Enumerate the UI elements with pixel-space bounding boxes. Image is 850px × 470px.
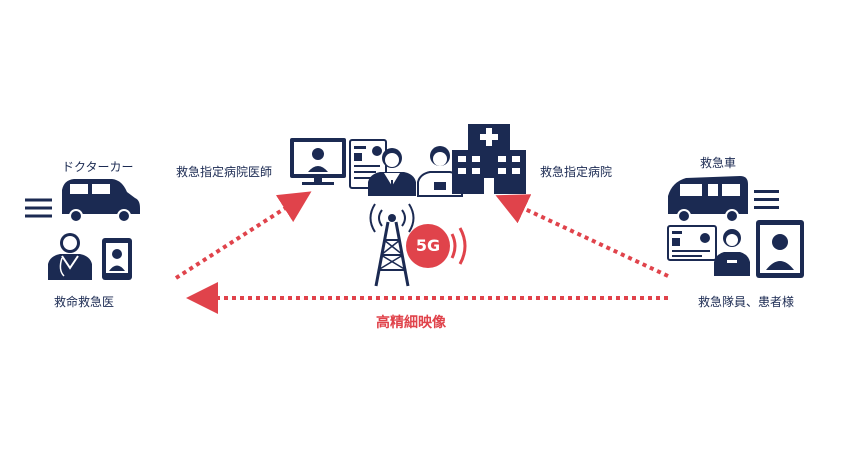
ambulance-label: 救急車 [700,156,737,170]
doctor-car-label: ドクターカー [62,160,134,174]
signal-wave-icon [406,224,467,268]
nurse-icon [417,146,463,197]
arrow-doctorcar-to-hospital [174,191,312,280]
arrow-ambulance-to-hospital [495,194,669,278]
doctor-car-physician-label: 救命救急医 [54,295,115,309]
doctor-car-icon [25,179,140,223]
hospital-icon [452,124,526,194]
video-caption: 高精細映像 [376,315,446,331]
ambulance-crew-label: 救急隊員、患者様 [698,295,795,309]
hospital-doctor-label: 救急指定病院医師 [176,165,273,179]
5g-badge: 5G [415,236,441,255]
physician-icon [48,233,92,280]
hospital-label: 救急指定病院 [540,165,613,179]
crew-icon [714,229,750,276]
doctor-icon [368,148,416,196]
tablet-icon [102,238,132,280]
antenna-icon [369,203,415,287]
dashboard-icon [667,225,717,261]
patient-tablet-icon [756,220,804,278]
monitor-icon [290,138,346,185]
ambulance-icon [668,176,779,223]
